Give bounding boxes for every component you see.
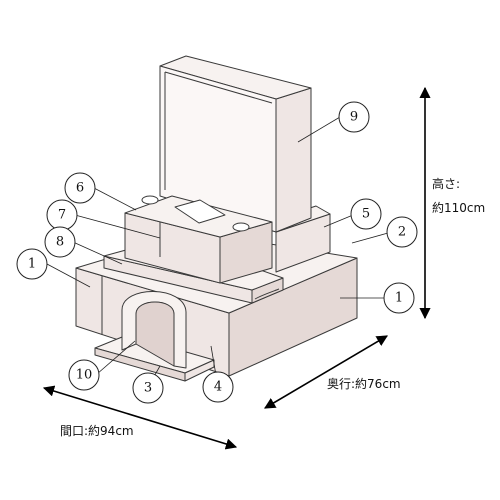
callout-1-right: 1: [383, 282, 415, 314]
width-label: 間口:約94cm: [60, 424, 134, 438]
svg-text:5: 5: [362, 207, 370, 222]
callout-6: 6: [64, 172, 96, 204]
offering-block: [124, 195, 273, 284]
height-label: 高さ: 約110cm: [432, 177, 486, 215]
callout-8: 8: [44, 226, 76, 258]
callout-5: 5: [350, 198, 382, 230]
depth-label: 奥行:約76cm: [327, 377, 401, 391]
svg-text:10: 10: [76, 368, 93, 383]
svg-text:8: 8: [56, 235, 64, 250]
svg-text:1: 1: [28, 257, 36, 272]
upright-tablet: [159, 55, 312, 233]
callout-10: 10: [68, 359, 100, 391]
svg-text:1: 1: [395, 291, 403, 306]
callout-2: 2: [386, 216, 418, 248]
svg-text:3: 3: [144, 381, 152, 396]
svg-text:7: 7: [58, 208, 66, 223]
arch-opening: [121, 291, 187, 369]
callout-4: 4: [202, 371, 234, 403]
depth-arrow: [264, 335, 388, 409]
callout-7: 7: [46, 199, 78, 231]
width-arrow: [42, 385, 238, 450]
callout-9: 9: [338, 101, 370, 133]
callout-3: 3: [132, 372, 164, 404]
svg-text:6: 6: [76, 181, 84, 196]
leader-lines: [46, 116, 389, 388]
svg-text:4: 4: [214, 380, 222, 395]
svg-text:2: 2: [398, 225, 406, 240]
callout-1-left: 1: [16, 248, 48, 280]
svg-text:9: 9: [350, 110, 358, 125]
